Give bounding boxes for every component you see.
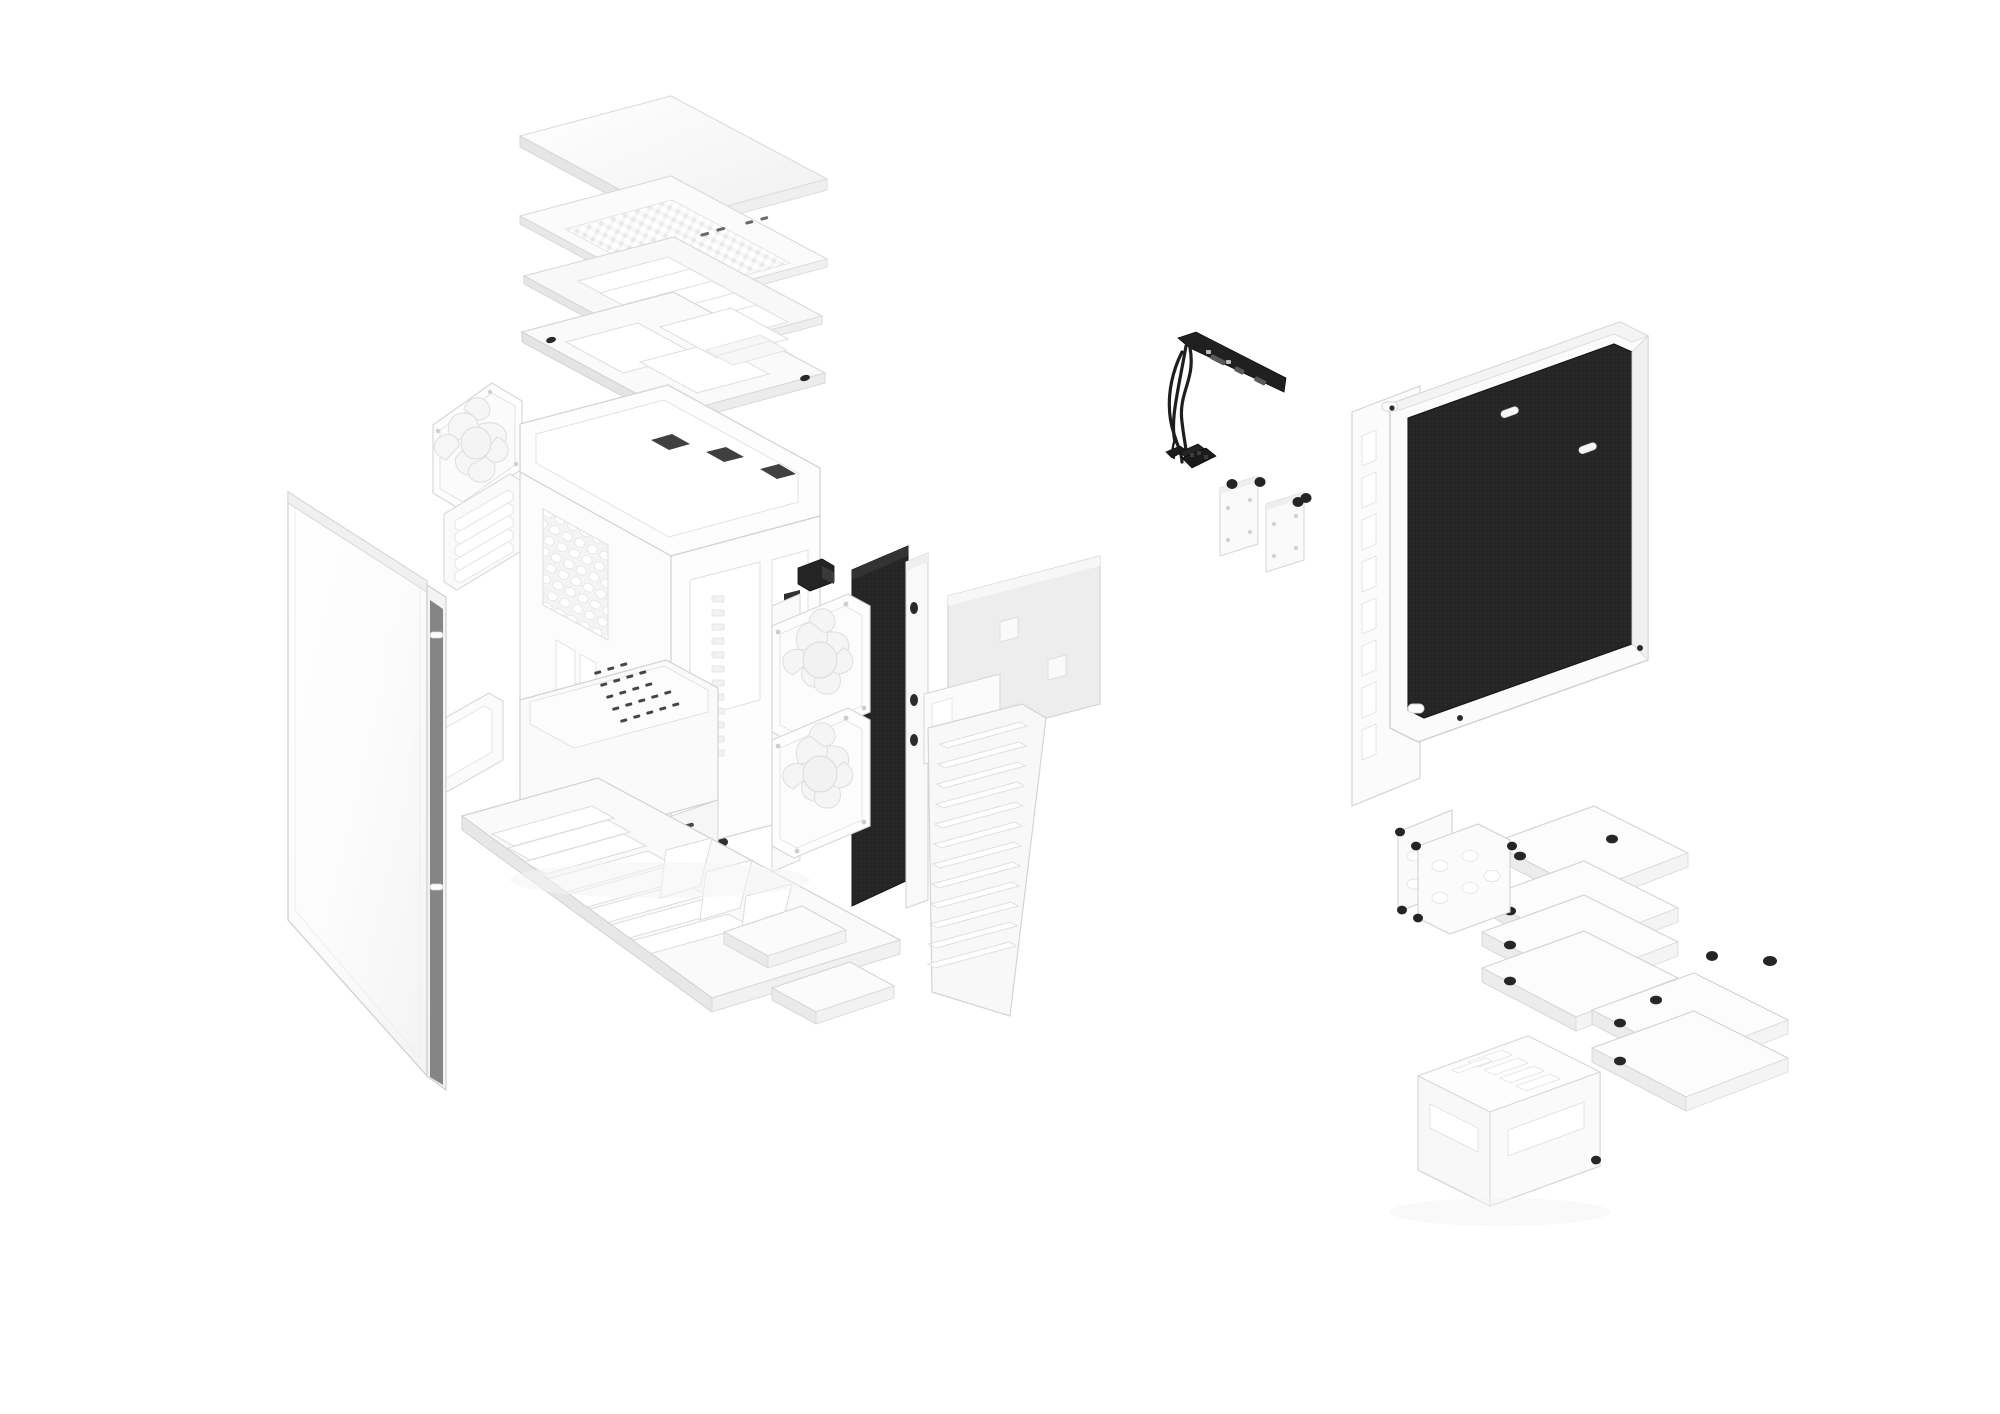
part-left-panel-hinge [426, 584, 447, 1092]
part-bottom-blank-panel [770, 961, 896, 1025]
part-front-io-cable [1165, 331, 1287, 469]
part-front-louvre-panel [926, 703, 1047, 1017]
part-ssd-bracket-a [1219, 475, 1266, 557]
part-front-fan-lower [771, 707, 871, 859]
part-front-fan-upper [771, 593, 871, 745]
part-rear-exhaust-fan [432, 382, 523, 512]
part-rear-vent-grille [443, 473, 524, 591]
part-right-side-panel [1381, 321, 1650, 743]
part-bottom-feet-panel [722, 905, 848, 969]
part-front-panel-door [905, 552, 929, 909]
part-ssd-bracket-b [1265, 491, 1312, 573]
part-left-glass-panel [287, 490, 428, 1078]
part-hdd-tray-6 [1590, 1010, 1790, 1112]
part-accessory-plate-c [1411, 823, 1517, 935]
part-hdd-cage [1416, 1035, 1602, 1207]
part-thumbscrew-set [1226, 479, 1718, 961]
part-front-panel-latch [797, 558, 835, 592]
